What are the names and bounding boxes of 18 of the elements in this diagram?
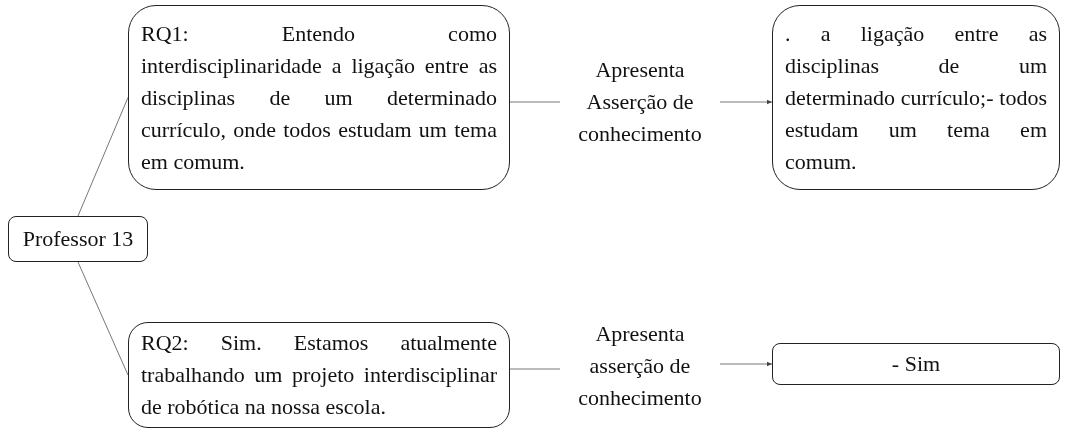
connector-line xyxy=(77,261,129,376)
node-label: Apresenta asserção de conhecimento xyxy=(577,320,703,412)
box-text: RQ2: Sim. Estamos atualmente trabalhando um projeto interdisciplinar de robótica na nossa escola. xyxy=(141,329,497,421)
rounded-box xyxy=(128,322,510,428)
box-text: - Sim xyxy=(890,350,942,378)
connector-line xyxy=(509,368,561,370)
rounded-box xyxy=(772,343,1060,385)
rounded-box xyxy=(8,216,148,262)
box-text: . a ligação entre as disciplinas de um determinado currículo;- todos estudam um tema em comum. xyxy=(785,19,1047,176)
connector-line xyxy=(509,101,561,103)
connector-line xyxy=(77,97,129,217)
box-text: Professor 13 xyxy=(21,225,135,253)
connector-line xyxy=(719,361,773,367)
connector-line xyxy=(719,99,773,105)
rounded-box xyxy=(128,5,510,190)
node-label: Apresenta Asserção de conhecimento xyxy=(577,56,703,148)
rounded-box xyxy=(772,5,1060,190)
box-text: RQ1: Entendo como interdisciplinaridade a ligação entre as disciplinas de um determinado currículo, onde todos estudam um tema em comum. xyxy=(141,19,497,176)
